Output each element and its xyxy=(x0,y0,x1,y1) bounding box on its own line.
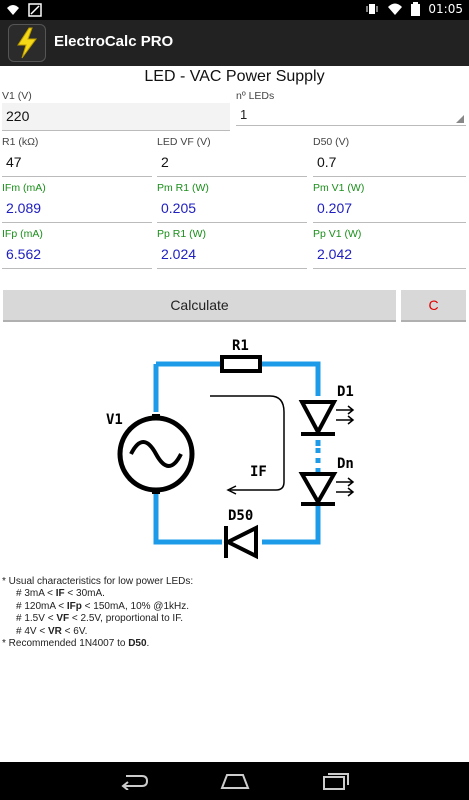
pp-r1-output: 2.024 xyxy=(157,241,307,269)
screenshot-notification-icon xyxy=(28,3,42,17)
pp-v1-output: 2.042 xyxy=(313,241,466,269)
clear-button[interactable]: C xyxy=(401,290,466,322)
status-bar: 01:05 xyxy=(0,0,469,20)
clock: 01:05 xyxy=(428,2,463,16)
recent-apps-icon[interactable] xyxy=(322,772,350,790)
pm-v1-output: 0.207 xyxy=(313,195,466,223)
pm-v1-label: Pm V1 (W) xyxy=(313,182,365,194)
r1-input[interactable]: 47 xyxy=(2,149,152,177)
n-leds-spinner[interactable]: 1 xyxy=(236,104,466,126)
circuit-diagram: R1 V1 D1 Dn IF D50 xyxy=(106,338,355,560)
pm-r1-label: Pm R1 (W) xyxy=(157,182,209,194)
dn-diagram-label: Dn xyxy=(337,456,354,472)
wire-loop xyxy=(153,361,321,545)
led-notes: * Usual characteristics for low power LE… xyxy=(2,576,193,650)
pp-r1-label: Pp R1 (W) xyxy=(157,228,207,240)
pp-v1-label: Pp V1 (W) xyxy=(313,228,362,240)
ifp-label: IFp (mA) xyxy=(2,228,43,240)
r1-diagram-label: R1 xyxy=(232,338,249,354)
notes-line: # 1.5V < VF < 2.5V, proportional to IF. xyxy=(16,613,183,625)
spinner-arrow-icon xyxy=(456,115,464,123)
resistor-r1-symbol xyxy=(220,355,262,373)
ifm-label: IFm (mA) xyxy=(2,182,46,194)
d50-input[interactable]: 0.7 xyxy=(313,149,466,177)
r1-label: R1 (kΩ) xyxy=(2,136,39,148)
v1-input[interactable]: 220 xyxy=(2,103,230,131)
v1-diagram-label: V1 xyxy=(106,412,123,428)
led-d1-symbol xyxy=(298,400,355,437)
n-leds-label: nº LEDs xyxy=(236,90,275,102)
notes-line: # 4V < VR < 6V. xyxy=(16,625,88,637)
n-leds-value: 1 xyxy=(240,107,248,122)
ifp-output: 6.562 xyxy=(2,241,152,269)
navigation-bar xyxy=(0,762,469,800)
calculate-button[interactable]: Calculate xyxy=(3,290,396,322)
d50-label: D50 (V) xyxy=(313,136,350,148)
vibrate-icon xyxy=(366,4,378,14)
pm-r1-output: 0.205 xyxy=(157,195,307,223)
app-title: ElectroCalc PRO xyxy=(54,33,174,50)
action-bar: ElectroCalc PRO xyxy=(0,20,469,66)
notes-line: * Usual characteristics for low power LE… xyxy=(2,576,194,587)
wifi-notification-icon xyxy=(7,5,19,15)
d1-diagram-label: D1 xyxy=(337,384,354,400)
wifi-signal-icon xyxy=(388,3,403,15)
notes-line: # 120mA < IFp < 150mA, 10% @1kHz. xyxy=(16,600,190,612)
led-dn-symbol xyxy=(298,472,355,507)
notes-line: * Recommended 1N4007 to D50. xyxy=(2,638,150,650)
home-icon[interactable] xyxy=(220,772,250,790)
lightning-bolt-icon xyxy=(17,27,37,59)
ac-source-v1-symbol xyxy=(117,414,195,494)
led-vf-input[interactable]: 2 xyxy=(157,149,307,177)
back-icon[interactable] xyxy=(118,772,150,790)
ifm-output: 2.089 xyxy=(2,195,152,223)
app-logo[interactable] xyxy=(8,24,46,62)
if-diagram-label: IF xyxy=(250,464,267,480)
led-vf-label: LED VF (V) xyxy=(157,136,211,148)
d50-diagram-label: D50 xyxy=(228,508,253,524)
current-arrow-icon xyxy=(210,395,285,491)
diode-d50-symbol xyxy=(223,524,258,560)
page-title: LED - VAC Power Supply xyxy=(144,68,325,85)
battery-icon xyxy=(411,2,421,16)
v1-label: V1 (V) xyxy=(2,90,32,102)
notes-line: # 3mA < IF < 30mA. xyxy=(16,588,105,600)
